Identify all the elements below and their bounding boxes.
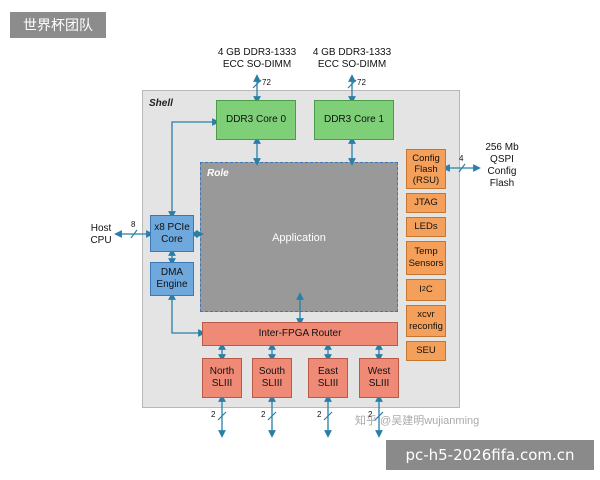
config-flash-rsu: Config Flash (RSU) [406, 149, 446, 189]
north-slash [217, 411, 227, 421]
seu-block: SEU [406, 341, 446, 361]
application-label: Application [272, 232, 326, 244]
leds-block: LEDs [406, 217, 446, 237]
pcie-ddr-link [168, 118, 220, 219]
dimm1-width: 72 [357, 78, 366, 87]
dimm0-width: 72 [262, 78, 271, 87]
west-slash [374, 411, 384, 421]
role-block [200, 162, 398, 312]
watermark-top: 世界杯团队 [10, 12, 106, 38]
east-width: 2 [317, 410, 322, 419]
east-slash [323, 411, 333, 421]
jtag-block: JTAG [406, 193, 446, 213]
dimm1-slash [347, 79, 357, 89]
dma-router-link [168, 292, 206, 337]
south-width: 2 [261, 410, 266, 419]
south-slash [267, 411, 277, 421]
host-cpu-label: Host CPU [90, 223, 112, 246]
host-slash [130, 229, 138, 239]
dma-engine: DMA Engine [150, 262, 194, 296]
north-width: 2 [211, 410, 216, 419]
qspi-slash [458, 163, 466, 173]
dimm0-label: 4 GB DDR3-1333 ECC SO-DIMM [217, 47, 297, 70]
qspi-label: 256 Mb QSPI Config Flash [485, 142, 519, 189]
west-width: 2 [368, 410, 373, 419]
watermark-bottom: pc-h5-2026fifa.com.cn [386, 440, 594, 470]
temp-sensors: Temp Sensors [406, 241, 446, 275]
watermark-mid: 知乎 @吴建明wujianming [355, 415, 480, 427]
inter-fpga-router: Inter-FPGA Router [202, 322, 398, 346]
pcie-core: x8 PCIe Core [150, 215, 194, 252]
dimm1-label: 4 GB DDR3-1333 ECC SO-DIMM [312, 47, 392, 70]
dimm0-slash [252, 79, 262, 89]
ddr3-core-0: DDR3 Core 0 [216, 100, 296, 140]
xcvr-reconfig: xcvr reconfig [406, 305, 446, 337]
shell-label: Shell [149, 98, 173, 109]
host-width: 8 [131, 220, 136, 229]
qspi-width: 4 [459, 154, 464, 163]
ddr3-core-1: DDR3 Core 1 [314, 100, 394, 140]
